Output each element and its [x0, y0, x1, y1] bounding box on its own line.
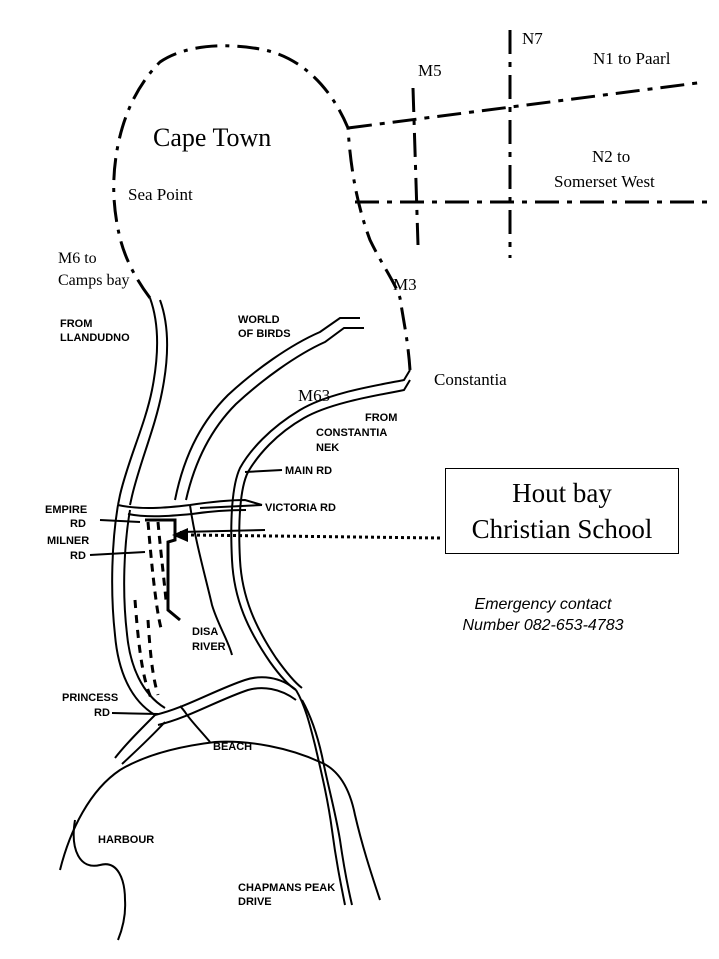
milner-arrow: [89, 551, 146, 556]
label-milner-rd-2: RD: [70, 550, 86, 562]
label-cape-town: Cape Town: [153, 123, 271, 152]
emergency-line2: Number 082-653-4783: [462, 617, 624, 634]
label-m3: M3: [393, 275, 417, 294]
label-beach: BEACH: [213, 741, 252, 753]
label-from-constantia-2: CONSTANTIA: [316, 427, 387, 439]
school-arrow-line: [179, 529, 266, 533]
empire-arrow: [99, 519, 141, 523]
label-from-llandudno-1: FROM: [60, 318, 92, 330]
western-dashed-street-2: [146, 619, 160, 696]
label-world-of-birds-2: OF BIRDS: [238, 328, 291, 340]
princess-arrow: [111, 712, 159, 715]
label-princess-rd-1: PRINCESS: [62, 692, 118, 704]
milner-dashed-street: [146, 521, 164, 633]
cape-town-boundary: [112, 44, 412, 371]
emergency-line1: Emergency contact: [474, 596, 612, 613]
victoria-arrow: [199, 504, 263, 509]
school-name-line2: Christian School: [471, 514, 653, 544]
label-main-rd: MAIN RD: [285, 465, 332, 477]
label-harbour: HARBOUR: [98, 834, 154, 846]
empire-road-inner: [123, 509, 166, 709]
m5-road: [411, 87, 420, 246]
beach-road: [179, 705, 211, 743]
label-chapmans-1: CHAPMANS PEAK: [238, 882, 335, 894]
school-pointer-arrowhead: [172, 528, 188, 542]
southern-road: [114, 714, 156, 759]
emergency-contact: Emergency contact Number 082-653-4783: [440, 594, 646, 636]
southern-road-2: [121, 721, 166, 765]
label-from-llandudno-2: LLANDUDNO: [60, 332, 130, 344]
world-of-birds-road-inner: [185, 327, 364, 501]
main-rd-arrow: [244, 469, 283, 473]
school-name-line1: Hout bay: [512, 478, 612, 508]
label-empire-rd-2: RD: [70, 518, 86, 530]
label-constantia: Constantia: [434, 370, 507, 389]
princess-road: [154, 676, 297, 716]
label-m6-line2: Camps bay: [58, 272, 130, 289]
label-milner-rd-1: MILNER: [47, 535, 89, 547]
label-sea-point: Sea Point: [128, 185, 193, 204]
llandudno-road-inner: [129, 299, 169, 506]
label-disa-river-1: DISA: [192, 626, 218, 638]
harbour-coast: [72, 819, 127, 941]
label-disa-river-2: RIVER: [192, 641, 226, 653]
western-dashed-street: [133, 599, 154, 701]
label-princess-rd-2: RD: [94, 707, 110, 719]
label-from-constantia-1: FROM: [365, 412, 397, 424]
victoria-road-inner: [127, 509, 247, 518]
n1-road: [347, 80, 706, 130]
label-n2-line1: N2 to: [592, 147, 630, 166]
chapmans-peak-road: [295, 689, 346, 906]
school-dotted-pointer: [189, 533, 441, 540]
label-victoria-rd: VICTORIA RD: [265, 502, 336, 514]
label-m63: M63: [298, 386, 330, 405]
llandudno-road: [117, 297, 159, 506]
m63-road-inner: [238, 379, 411, 689]
label-n1: N1 to Paarl: [593, 49, 671, 68]
chapmans-peak-road-inner: [301, 699, 353, 906]
coastline: [59, 740, 381, 901]
label-empire-rd-1: EMPIRE: [45, 504, 87, 516]
label-m6-line1: M6 to: [58, 250, 97, 267]
label-world-of-birds-1: WORLD: [238, 314, 280, 326]
milner-dashed-street-2: [156, 521, 168, 601]
label-from-constantia-3: NEK: [316, 442, 339, 454]
m63-road: [230, 369, 411, 691]
label-m5: M5: [418, 61, 442, 80]
label-n2-line2: Somerset West: [554, 172, 655, 191]
school-callout-box: Hout bay Christian School: [445, 468, 679, 554]
label-chapmans-2: DRIVE: [238, 896, 272, 908]
princess-road-inner: [157, 687, 297, 726]
label-n7: N7: [522, 29, 543, 48]
world-of-birds-road: [174, 317, 360, 501]
empire-road: [111, 504, 156, 716]
school-street-block: [145, 518, 181, 622]
